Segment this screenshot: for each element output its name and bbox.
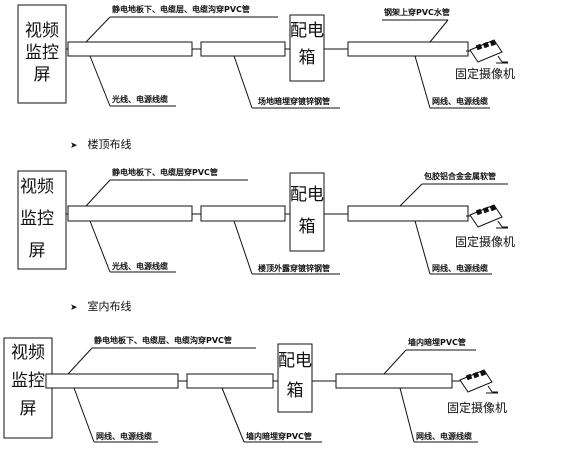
leader-line [383, 349, 407, 375]
monitor-label-line: 屏 [19, 399, 37, 419]
leader-line [89, 220, 111, 273]
leader-line [73, 387, 95, 443]
leader-line [67, 347, 93, 375]
monitor-label: 视频 监控 屏 [20, 176, 54, 262]
box-label-line: 配电 [290, 21, 324, 41]
bottom-label-route: 墙内暗埋穿PVC管 [246, 432, 312, 441]
monitor-label-line: 监控 [25, 43, 59, 63]
bottom-label-cable: 网线、电源线缆 [432, 97, 488, 106]
monitor-label: 视频 监控 屏 [20, 20, 64, 86]
conduit-segment [45, 373, 179, 389]
distribution-box [289, 172, 325, 252]
bottom-label-cable: 光线、电源线缆 [112, 95, 168, 104]
monitor-label: 视频 监控 屏 [6, 342, 50, 420]
leader-line [414, 220, 431, 275]
section-heading: ➤ 楼顶布线 [70, 138, 132, 153]
monitor-label-line: 屏 [33, 65, 51, 85]
camera-icon [466, 39, 508, 64]
wiring-row-2 [17, 170, 508, 275]
camera-label: 固定摄像机 [455, 235, 516, 249]
conduit-segment [200, 41, 286, 57]
distribution-box-label: 配电 箱 [290, 20, 324, 69]
leader-line [414, 55, 431, 109]
camera-label: 固定摄像机 [455, 67, 516, 81]
box-label-line: 配电 [290, 185, 324, 205]
monitor-label-line: 视频 [11, 343, 45, 363]
distribution-box-label: 配电 箱 [278, 350, 312, 402]
monitor-screen-box [17, 170, 67, 270]
distribution-box-label: 配电 箱 [290, 184, 324, 238]
camera-icon [466, 204, 508, 229]
distribution-box [277, 343, 313, 413]
bullet-arrow-icon: ➤ [70, 303, 78, 313]
leader-line [85, 179, 111, 207]
box-label-line: 箱 [298, 48, 316, 68]
top-label-outdoor-conduit: 钢架上穿PVC水管 [384, 8, 450, 17]
conduit-segment [347, 205, 469, 222]
bottom-label-cable: 网线、电源线缆 [96, 432, 152, 441]
bottom-label-cable: 网线、电源线缆 [432, 264, 488, 273]
conduit-segment [335, 373, 453, 389]
conduit-segment [200, 205, 286, 222]
monitor-label-line: 视频 [20, 177, 54, 197]
top-label-outdoor-conduit: 墙内暗埋PVC管 [408, 338, 466, 347]
leader-line [233, 55, 253, 109]
bottom-label-route: 场地暗埋穿镀锌钢管 [258, 97, 330, 106]
leader-line [221, 387, 245, 443]
conduit-segment [347, 41, 469, 57]
top-label-outdoor-conduit: 包胶铝合金金属软管 [424, 172, 496, 181]
box-label-line: 箱 [286, 381, 304, 401]
monitor-screen-box [17, 4, 67, 104]
leader-line [399, 387, 415, 443]
section-heading-text: 室内布线 [87, 300, 132, 313]
conduit-segment [186, 373, 274, 389]
leader-line [233, 220, 253, 275]
box-label-line: 配电 [278, 351, 312, 371]
monitor-label-line: 屏 [28, 241, 46, 261]
box-label-line: 箱 [298, 217, 316, 237]
wiring-row-1 [17, 4, 490, 109]
monitor-label-line: 视频 [25, 21, 59, 41]
top-label-indoor-conduit: 静电地板下、电缆层、电缆沟穿PVC管 [112, 5, 250, 14]
monitor-label-line: 监控 [20, 209, 54, 229]
conduit-segment [67, 205, 193, 222]
wiring-row-3 [3, 337, 478, 443]
conduit-segment [67, 41, 193, 57]
camera-icon [456, 369, 498, 394]
distribution-box [289, 14, 325, 82]
top-label-indoor-conduit: 静电地板下、电缆层、电缆沟穿PVC管 [94, 336, 232, 345]
bottom-label-cable: 光线、电源线缆 [112, 262, 168, 271]
camera-label: 固定摄像机 [447, 401, 508, 415]
top-label-indoor-conduit: 静电地板下、电缆层穿PVC管 [112, 168, 218, 177]
section-heading: ➤ 室内布线 [70, 300, 132, 315]
bottom-label-cable: 网线、电源线缆 [416, 432, 472, 441]
leader-line [429, 19, 449, 43]
leader-line [89, 55, 111, 107]
leader-line [399, 183, 423, 207]
leader-line [85, 16, 111, 43]
section-heading-text: 楼顶布线 [87, 138, 132, 151]
bottom-label-route: 楼顶外露穿镀锌钢管 [258, 264, 330, 273]
monitor-label-line: 监控 [11, 371, 45, 391]
bullet-arrow-icon: ➤ [70, 141, 78, 151]
